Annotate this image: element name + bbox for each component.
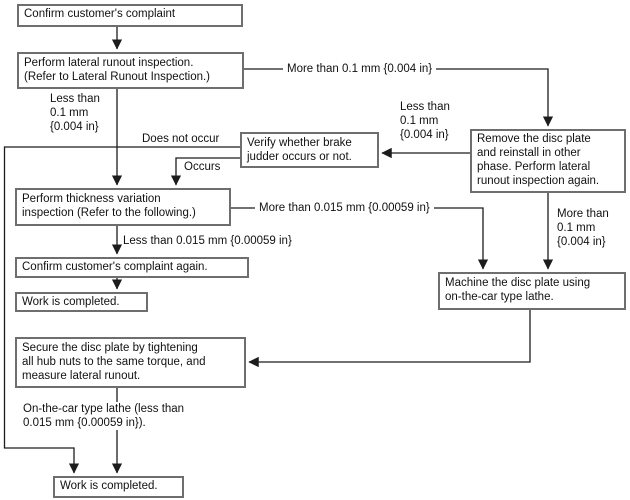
node-work-completed-final: Work is completed. bbox=[53, 476, 184, 498]
node-thickness-variation-inspection: Perform thickness variation inspection (… bbox=[15, 188, 231, 226]
node-work-completed-first: Work is completed. bbox=[15, 292, 148, 312]
node-confirm-complaint: Confirm customer's complaint bbox=[17, 4, 243, 27]
connector-machine-to-secure bbox=[248, 310, 531, 368]
node-secure-disc-plate: Secure the disc plate by tightening all … bbox=[15, 337, 246, 388]
node-confirm-complaint-again: Confirm customer's complaint again. bbox=[15, 257, 249, 278]
label-less-than-01-left: Less than 0.1 mm {0.004 in} bbox=[50, 93, 100, 133]
label-more-than-01-right: More than 0.1 mm {0.004 in} bbox=[557, 208, 609, 248]
connector-lateral-to-remove bbox=[244, 68, 554, 127]
label-occurs: Occurs bbox=[184, 161, 221, 173]
label-less-than-0015: Less than 0.015 mm {0.00059 in} bbox=[123, 235, 292, 247]
label-less-than-01-mid: Less than 0.1 mm {0.004 in} bbox=[400, 101, 450, 141]
connector-verify-does-not-occur-to-final bbox=[3, 146, 240, 474]
node-verify-brake-judder: Verify whether brake judder occurs or no… bbox=[240, 132, 379, 168]
connector-verify-occurs-to-thickness bbox=[170, 157, 240, 186]
node-machine-disc-plate: Machine the disc plate using on-the-car … bbox=[438, 272, 626, 310]
label-more-than-0015: More than 0.015 mm {0.00059 in} bbox=[255, 201, 434, 215]
label-does-not-occur: Does not occur bbox=[142, 133, 220, 145]
node-remove-disc-plate: Remove the disc plate and reinstall in o… bbox=[470, 129, 626, 193]
node-lateral-runout-inspection: Perform lateral runout inspection. (Refe… bbox=[17, 52, 244, 89]
label-more-than-01-top: More than 0.1 mm {0.004 in} bbox=[283, 62, 437, 76]
label-on-the-car-lathe: On-the-car type lathe (less than 0.015 m… bbox=[21, 402, 187, 430]
